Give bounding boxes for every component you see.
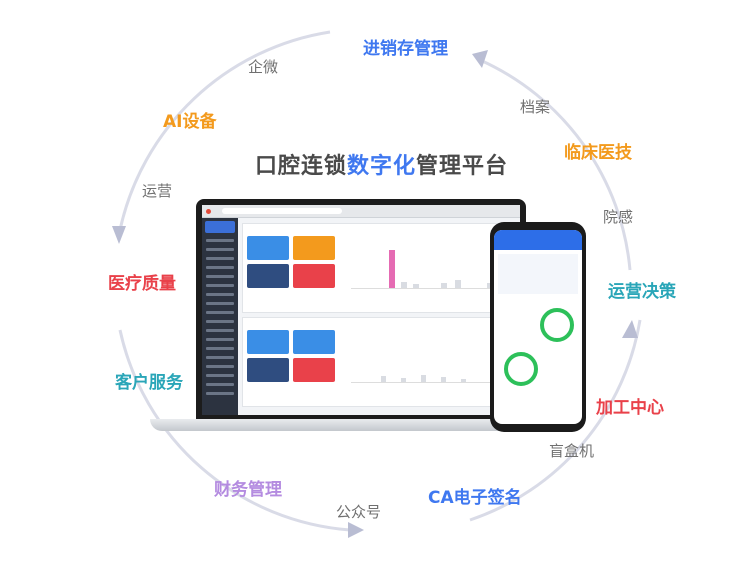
bottom-panel: [242, 317, 518, 407]
stat-card: [293, 358, 335, 382]
app-logo: [205, 221, 235, 233]
ring-label-inventory: 进销存管理: [363, 39, 448, 59]
phone-header: [494, 230, 582, 250]
phone-stats: [498, 254, 578, 294]
bar-chart: [351, 238, 511, 289]
ring-label-operation: 运营: [142, 182, 173, 200]
ring-label-ai-device: AI设备: [163, 112, 217, 132]
ring-label-processing: 加工中心: [596, 398, 664, 418]
ring-label-decision: 运营决策: [608, 282, 676, 302]
stat-card: [293, 236, 335, 260]
top-panel: [242, 223, 518, 313]
laptop-base: [150, 419, 570, 431]
stat-card: [293, 330, 335, 354]
address-bar: [222, 208, 342, 214]
ring-label-wecom: 企微: [248, 58, 279, 76]
phone-mockup: [490, 222, 586, 432]
ring-label-customer: 客户服务: [115, 373, 183, 393]
donut-chart: [540, 308, 574, 342]
ring-label-ca-signature: CA电子签名: [428, 488, 522, 508]
ring-label-archive: 档案: [520, 98, 551, 116]
ring-label-official-account: 公众号: [336, 503, 382, 521]
stat-card: [247, 264, 289, 288]
browser-icon: [206, 208, 211, 214]
stat-card: [247, 330, 289, 354]
phone-screen: [494, 230, 582, 424]
ring-label-infection: 院感: [603, 208, 634, 226]
ring-label-finance: 财务管理: [214, 480, 282, 500]
donut-chart: [504, 352, 538, 386]
bar-chart: [351, 332, 511, 383]
page-title: 口腔连锁数字化管理平台: [255, 154, 509, 179]
stat-card: [247, 358, 289, 382]
stat-card: [247, 236, 289, 260]
dashboard-sidebar: [202, 218, 238, 415]
ring-label-quality: 医疗质量: [108, 274, 176, 294]
stat-card: [293, 264, 335, 288]
browser-bar: [202, 205, 520, 218]
ring-label-clinical: 临床医技: [564, 143, 632, 163]
laptop-screen: [202, 205, 520, 415]
laptop-mockup: [196, 199, 526, 419]
ring-label-blindbox: 盲盒机: [549, 442, 595, 460]
